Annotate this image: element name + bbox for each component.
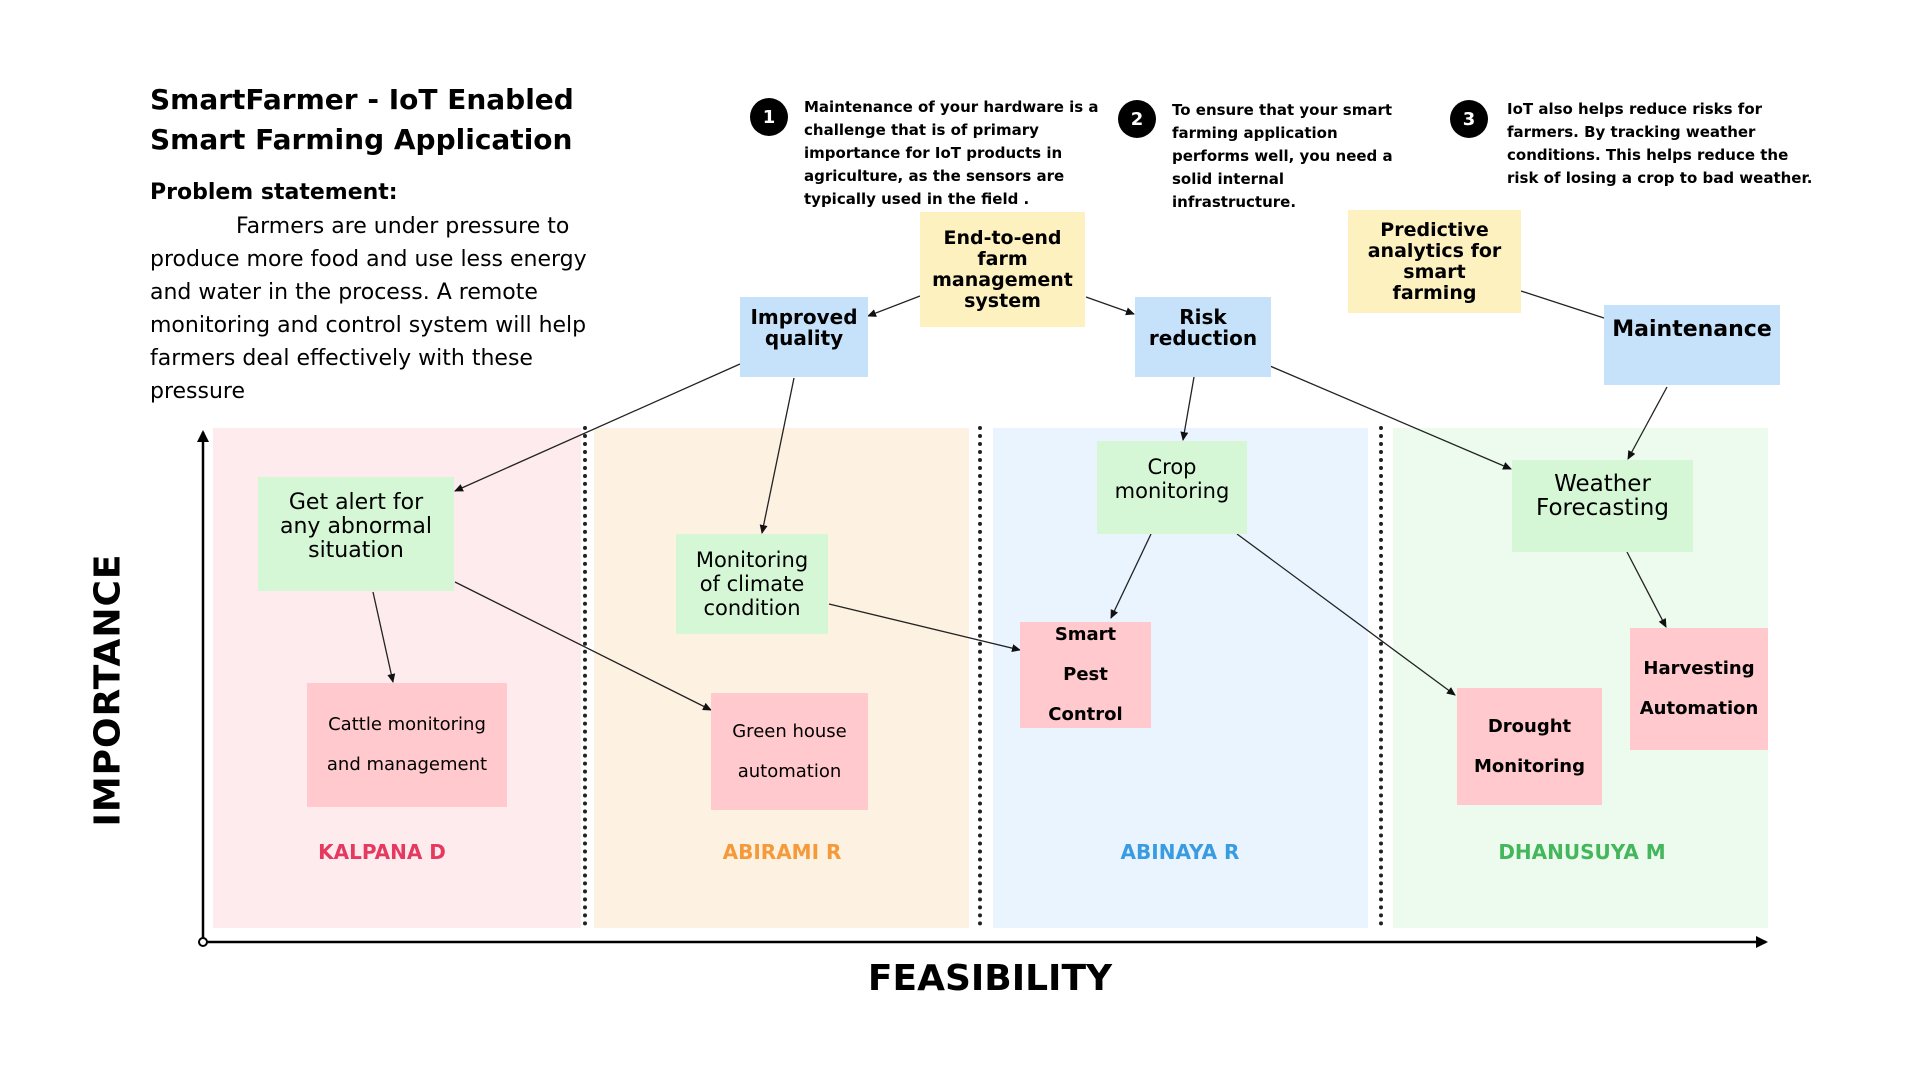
zone-label-kalpana: KALPANA D — [318, 840, 446, 864]
node-improved-quality: Improved quality — [740, 297, 868, 377]
node-harvesting-automation: Harvesting Automation — [1630, 628, 1768, 750]
node-weather-forecasting: Weather Forecasting — [1512, 460, 1693, 552]
node-drought-monitoring: Drought Monitoring — [1457, 688, 1602, 805]
info-number-1: 1 — [750, 98, 788, 136]
info-text-1: Maintenance of your hardware is a challe… — [804, 98, 1099, 208]
info-text-2: To ensure that your smart farming applic… — [1172, 101, 1393, 211]
info-number-3: 3 — [1450, 100, 1488, 138]
x-axis-label: FEASIBILITY — [867, 958, 1113, 999]
node-green-house-automation: Green house automation — [711, 693, 868, 810]
node-smart-pest-control: Smart Pest Control — [1020, 622, 1151, 728]
y-axis-label: IMPORTANCE — [87, 553, 129, 827]
info-text-3: IoT also helps reduce risks for farmers.… — [1507, 100, 1813, 187]
node-cattle-monitoring: Cattle monitoring and management — [307, 683, 507, 807]
zone-separator — [583, 426, 587, 926]
zone-label-abinaya: ABINAYA R — [1120, 840, 1240, 864]
problem-statement-label: Problem statement: — [150, 180, 398, 205]
zone-label-dhanusuya: DHANUSUYA M — [1498, 840, 1666, 864]
node-crop-monitoring: Crop monitoring — [1097, 441, 1247, 534]
page-title: SmartFarmer - IoT Enabled Smart Farming … — [150, 83, 574, 156]
node-maintenance: Maintenance — [1604, 305, 1780, 385]
zone-abirami — [594, 428, 969, 928]
zone-label-abirami: ABIRAMI R — [722, 840, 842, 864]
node-predictive-analytics: Predictive analytics for smart farming — [1348, 210, 1521, 313]
zone-separator — [978, 426, 982, 926]
node-get-alert: Get alert for any abnormal situation — [258, 477, 454, 591]
node-end-to-end-farm-management: End-to-end farm management system — [920, 212, 1085, 327]
node-risk-reduction: Risk reduction — [1135, 297, 1271, 377]
problem-statement-text: Farmers are under pressure to produce mo… — [150, 214, 587, 404]
node-monitoring-climate: Monitoring of climate condition — [676, 534, 828, 634]
zone-separator — [1379, 426, 1383, 926]
info-number-2: 2 — [1118, 100, 1156, 138]
